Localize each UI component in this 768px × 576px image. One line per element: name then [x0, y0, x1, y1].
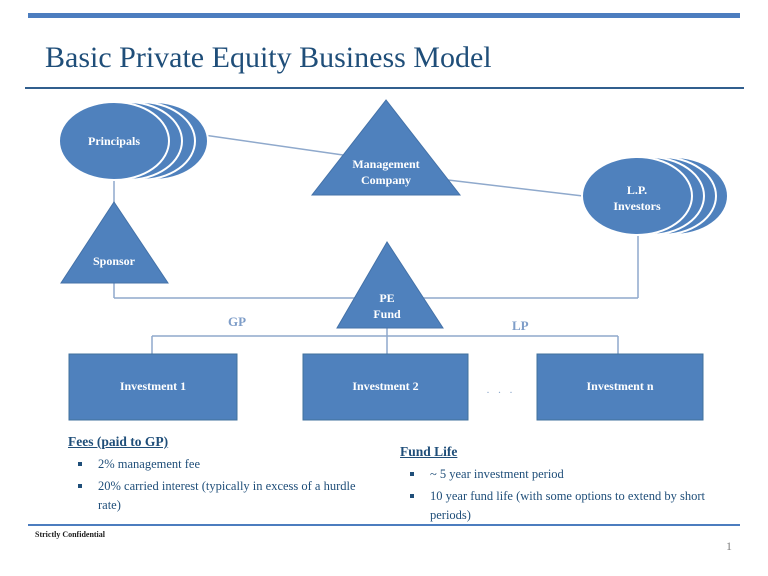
principals-ellipse-stack — [58, 101, 209, 181]
sponsor-triangle — [60, 201, 169, 284]
title-divider — [25, 87, 744, 89]
bullet-square-icon — [78, 483, 82, 488]
investment-2-box — [302, 353, 469, 421]
gp-edge-label: GP — [228, 314, 247, 329]
lp-investors-ellipse-stack — [581, 156, 729, 236]
fees-heading: Fees (paid to GP) — [68, 434, 169, 449]
fund-life-note-block: Fund Life ~ 5 year investment period 10 … — [400, 444, 730, 527]
lp-edge-label: LP — [512, 318, 529, 333]
bullet-square-icon — [78, 462, 82, 466]
bullet-square-icon — [410, 472, 414, 476]
investment-1-box — [68, 353, 238, 421]
fees-list: 2% management fee 20% carried interest (… — [68, 455, 373, 514]
fees-item-text: 20% carried interest (typically in exces… — [98, 478, 356, 512]
management-company-triangle — [310, 99, 462, 196]
fees-item-text: 2% management fee — [98, 457, 201, 471]
list-item: 10 year fund life (with some options to … — [410, 487, 730, 525]
connector-management-lp — [447, 179, 584, 197]
principals-ellipse — [58, 101, 170, 181]
top-accent-bar — [28, 13, 740, 18]
bullet-square-icon — [410, 493, 414, 498]
investment-n-box — [536, 353, 704, 421]
pe-fund-triangle — [336, 241, 444, 329]
fund-life-item-text: 10 year fund life (with some options to … — [430, 488, 705, 522]
fund-life-heading: Fund Life — [400, 444, 458, 459]
page-title: Basic Private Equity Business Model — [45, 41, 492, 74]
list-item: 2% management fee — [78, 455, 373, 474]
pe-model-diagram — [58, 99, 729, 421]
fees-note-block: Fees (paid to GP) 2% management fee 20% … — [68, 434, 373, 517]
list-item: 20% carried interest (typically in exces… — [78, 477, 373, 515]
fund-life-list: ~ 5 year investment period 10 year fund … — [400, 465, 730, 524]
confidentiality-label: Strictly Confidential — [35, 530, 105, 539]
fund-life-item-text: ~ 5 year investment period — [430, 467, 564, 481]
investments-ellipsis: . . . — [486, 384, 516, 396]
lp-investors-ellipse — [581, 156, 693, 236]
footer-divider — [28, 524, 740, 526]
list-item: ~ 5 year investment period — [410, 465, 730, 484]
page-number: 1 — [726, 539, 732, 553]
